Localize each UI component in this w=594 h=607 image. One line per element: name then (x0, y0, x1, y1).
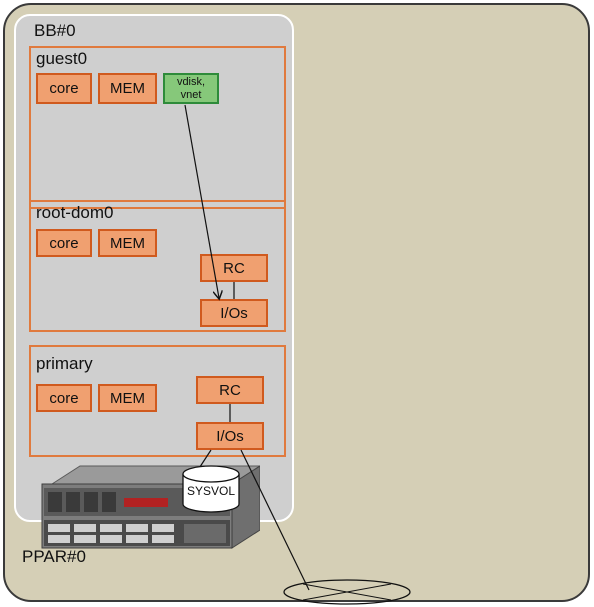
root-rc-box: RC (200, 254, 268, 282)
primary-domain-label: primary (36, 354, 93, 373)
primary-domain (29, 345, 286, 457)
vdisk-label: vdisk, (176, 75, 206, 88)
virtual-io-arrow (184, 104, 219, 298)
primary-ios-box: I/Os (196, 422, 264, 450)
primary-rc-box: RC (196, 376, 264, 404)
network-ring-icon (283, 579, 411, 605)
sysvol-label: SYSVOL (186, 484, 236, 498)
guest-core-box: core (36, 73, 92, 104)
guest-domain (29, 46, 286, 209)
root-domain-label: root-dom0 (36, 203, 114, 222)
storage-cylinder-icon (182, 465, 240, 513)
guest-domain-label: guest0 (36, 49, 88, 68)
primary-core-box: core (36, 384, 92, 412)
ios-to-network-link (240, 449, 310, 591)
guest-virtual-device-box: vdisk, vnet (163, 73, 219, 104)
bb-label: BB#0 (34, 21, 76, 40)
vnet-label: vnet (180, 88, 202, 101)
primary-mem-box: MEM (98, 384, 157, 412)
guest-mem-box: MEM (98, 73, 157, 104)
root-mem-box: MEM (98, 229, 157, 257)
root-domain (29, 200, 286, 332)
ppar-label: PPAR#0 (22, 547, 86, 566)
root-core-box: core (36, 229, 92, 257)
root-ios-box: I/Os (200, 299, 268, 327)
